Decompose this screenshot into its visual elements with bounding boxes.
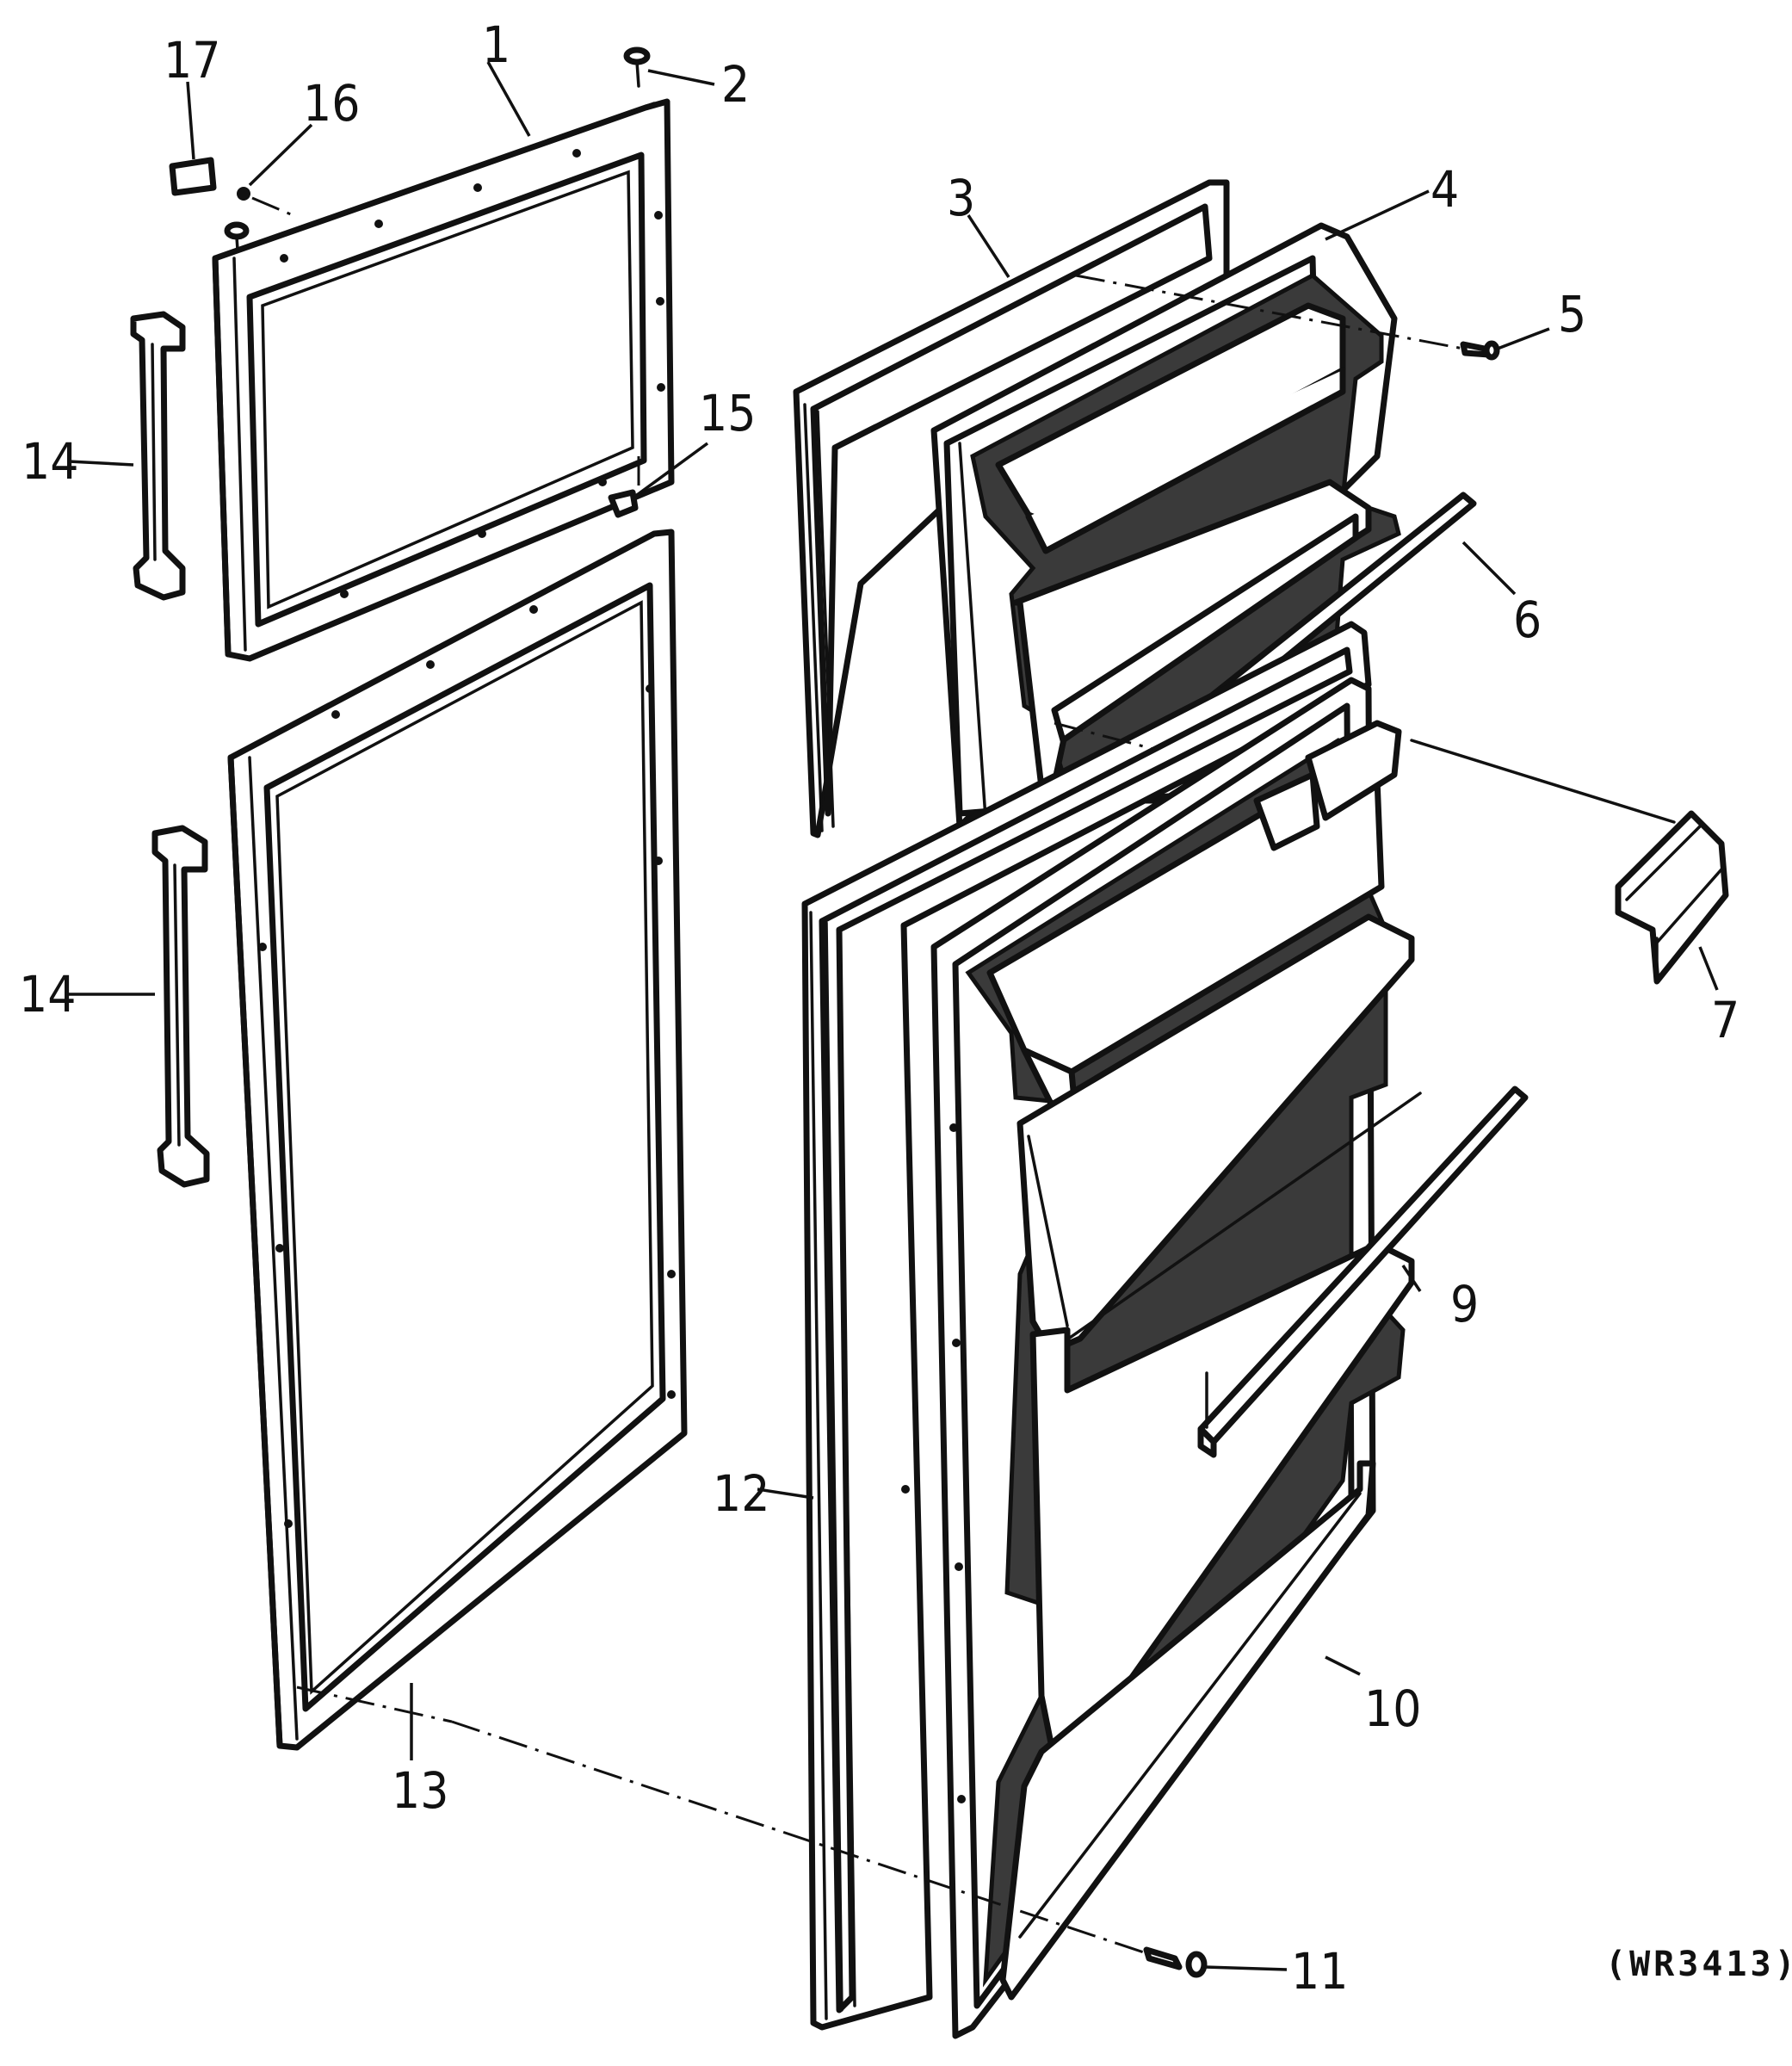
fresh-food-door-panel (227, 529, 688, 1751)
fresh-food-door-gasket (801, 621, 1372, 2031)
assembly-lines (296, 274, 1676, 1956)
callout-7: 7 (1711, 991, 1739, 1049)
callout-10: 10 (1364, 1679, 1421, 1738)
liner-screw-icon (1460, 340, 1500, 361)
lower-door-handle (151, 825, 210, 1188)
callout-16: 16 (303, 74, 360, 133)
callout-6: 6 (1513, 591, 1542, 649)
mounting-plate-icon (169, 157, 298, 219)
callout-9: 9 (1450, 1275, 1479, 1333)
callout-3: 3 (947, 169, 975, 227)
bottle-guard (1615, 810, 1729, 985)
callout-labels: 1 2 3 4 5 6 7 9 10 11 12 13 14 14 15 16 … (19, 15, 1739, 2001)
callout-4: 4 (1431, 160, 1459, 219)
callout-5: 5 (1558, 285, 1586, 343)
leader-lines (67, 61, 1719, 1971)
hinge-clip-icon (608, 456, 640, 518)
callout-11: 11 (1291, 1942, 1348, 2001)
callout-1: 1 (482, 15, 510, 74)
fresh-food-shelf-rail (1197, 1086, 1529, 1458)
callout-13: 13 (392, 1761, 448, 1820)
screw-icon (224, 46, 651, 251)
callout-14-lower: 14 (19, 965, 76, 1024)
callout-2: 2 (721, 55, 750, 114)
upper-door-handle (130, 311, 186, 601)
freezer-door-panel (212, 98, 675, 662)
reference-code: (WR3413) (1605, 1945, 1792, 1984)
callout-15: 15 (699, 384, 756, 442)
bottom-screw-icon (1143, 1946, 1208, 1978)
callout-14-upper: 14 (22, 432, 78, 491)
callout-17: 17 (164, 31, 220, 90)
callout-12: 12 (713, 1464, 769, 1523)
fresh-food-door-liner (901, 677, 1422, 2039)
